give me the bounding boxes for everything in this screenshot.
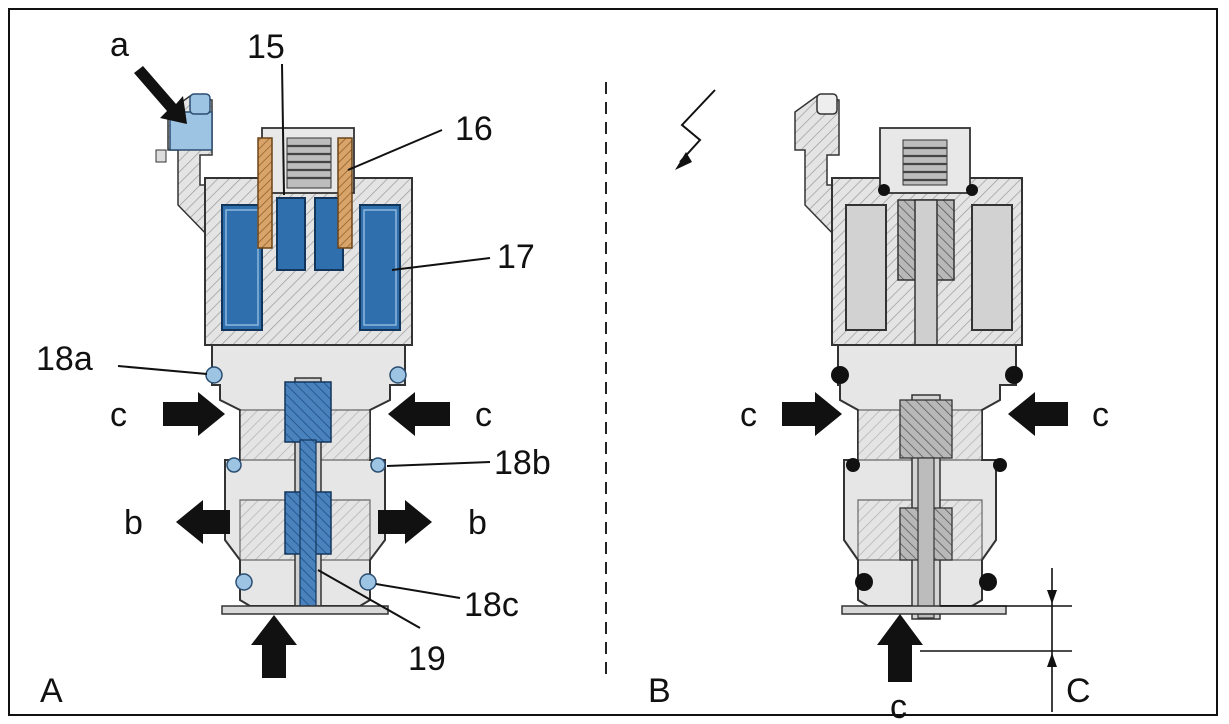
panel-b-labels: c c c C B xyxy=(648,396,1109,724)
label-18b: 18b xyxy=(494,444,551,482)
panel-letter-a: A xyxy=(40,672,63,710)
label-a: a xyxy=(110,26,129,64)
outflow-arrow-left xyxy=(176,500,230,544)
label-b-right: b xyxy=(468,504,487,542)
label-18a: 18a xyxy=(36,340,93,378)
panel-b-arrows xyxy=(782,392,1068,682)
panel-a-leaders xyxy=(117,63,491,629)
panel-a-arrows xyxy=(134,66,450,678)
label-17: 17 xyxy=(497,238,535,276)
power-off-icon xyxy=(675,89,716,170)
inflow-arrow-bottom xyxy=(251,615,297,678)
label-c-bottom-b: c xyxy=(890,688,907,724)
panel-b-valve xyxy=(794,93,1023,620)
panel-a-valve xyxy=(155,93,413,615)
label-c-left: c xyxy=(110,396,127,434)
label-19: 19 xyxy=(408,640,446,678)
inflow-arrow-right-b xyxy=(1008,392,1068,436)
label-c-left-b: c xyxy=(740,396,757,434)
inflow-arrow-left-b xyxy=(782,392,842,436)
label-dimension-c: C xyxy=(1066,672,1091,710)
inflow-arrow-left xyxy=(163,392,225,436)
label-c-right: c xyxy=(475,396,492,434)
inflow-arrow-right xyxy=(388,392,450,436)
label-c-right-b: c xyxy=(1092,396,1109,434)
panel-letter-b: B xyxy=(648,672,671,710)
panel-a-labels: a 15 16 17 18a c c 18b b b 18c 19 A xyxy=(36,26,551,710)
arrow-a xyxy=(134,66,187,124)
label-18c: 18c xyxy=(464,586,519,624)
dimension-arrow-top xyxy=(1047,590,1057,604)
inflow-arrow-bottom-b xyxy=(877,614,923,682)
label-15: 15 xyxy=(247,28,285,66)
dimension-arrow-bottom xyxy=(1047,653,1057,667)
label-16: 16 xyxy=(455,110,493,148)
label-b-left: b xyxy=(124,504,143,542)
outflow-arrow-right xyxy=(378,500,432,544)
